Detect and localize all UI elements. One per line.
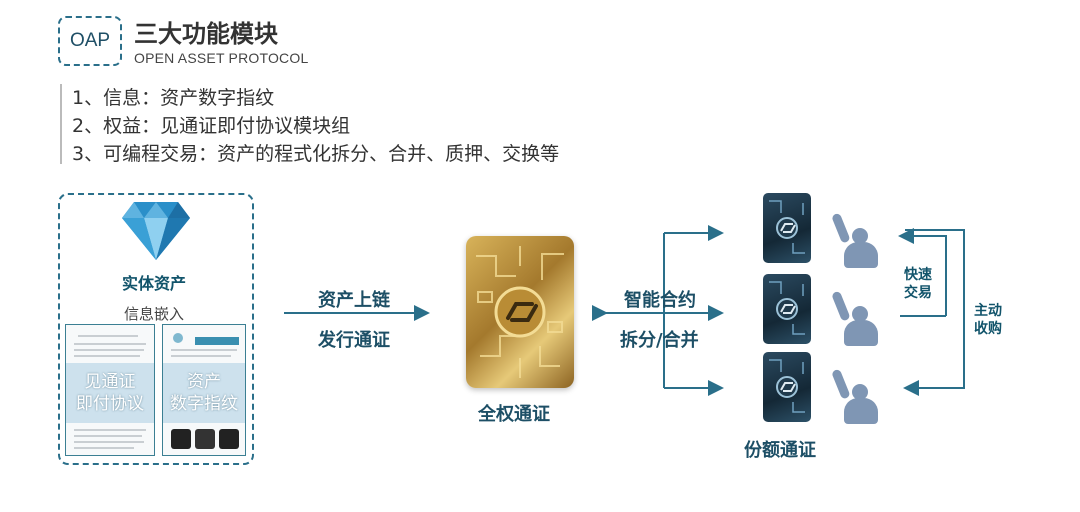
person-icon (832, 290, 882, 346)
share-token-card (763, 193, 811, 263)
token-circuit (763, 274, 811, 344)
active-acquire-label: 主动 收购 (974, 302, 1002, 338)
issue-token-label: 发行通证 (318, 326, 390, 352)
full-token-card (466, 236, 574, 388)
fast-trade-label: 快速 交易 (904, 266, 932, 302)
onchain-label: 资产上链 (318, 286, 390, 312)
person-icon (832, 368, 882, 424)
fast-trade-line1: 快速 (904, 266, 932, 284)
person-icon (832, 212, 882, 268)
share-token-label: 份额通证 (744, 436, 816, 462)
active-acquire-line1: 主动 (974, 302, 1002, 320)
share-token-card (763, 274, 811, 344)
fast-trade-line2: 交易 (904, 284, 932, 302)
token-circuit (763, 352, 811, 422)
split-merge-label: 拆分/合并 (620, 326, 699, 352)
active-acquire-line2: 收购 (974, 320, 1002, 338)
active-acquire-loop (905, 230, 964, 388)
full-token-label: 全权通证 (478, 400, 550, 426)
token-circuit (763, 193, 811, 263)
share-token-card (763, 352, 811, 422)
smart-contract-label: 智能合约 (624, 286, 696, 312)
circuit-pattern (466, 236, 574, 388)
